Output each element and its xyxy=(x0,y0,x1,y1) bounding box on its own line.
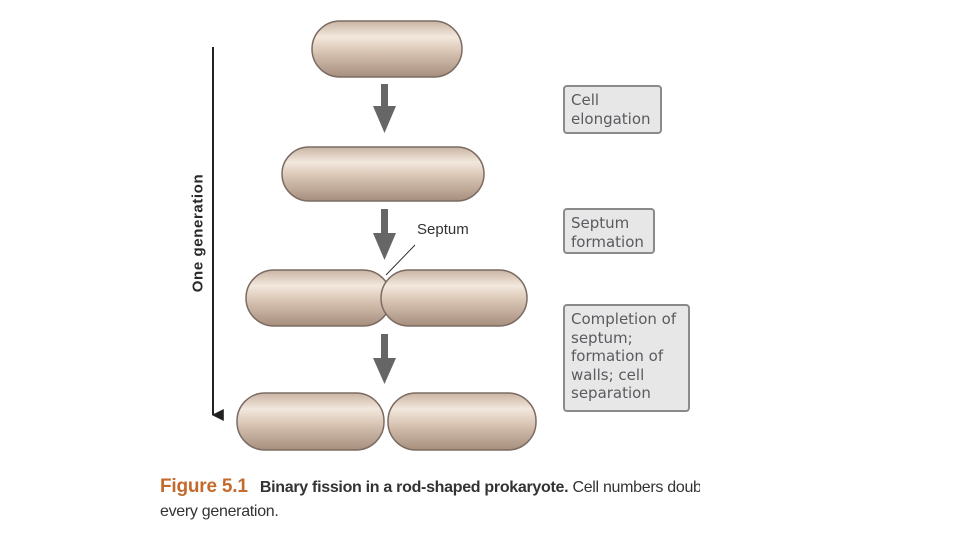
septum-pointer-line xyxy=(385,244,416,276)
cell-elongated xyxy=(281,146,485,202)
down-arrow-3 xyxy=(373,334,396,384)
caption-text-line2: every generation. xyxy=(160,503,279,520)
stage-box-elongation: Cell elongation xyxy=(563,85,662,134)
figure-number: Figure 5.1 xyxy=(160,476,248,497)
figure-title: Binary fission in a rod-shaped prokaryot… xyxy=(259,479,569,496)
daughter-cell-right xyxy=(387,392,537,451)
cell-initial xyxy=(311,20,463,78)
caption-text-line1: Cell numbers double xyxy=(572,479,700,496)
cell-dividing xyxy=(245,269,528,327)
figure-caption: Figure 5.1 Binary fission in a rod-shape… xyxy=(160,476,700,526)
down-arrow-2 xyxy=(373,209,396,260)
daughter-cell-left xyxy=(236,392,385,451)
septum-label: Septum xyxy=(417,221,469,238)
stage-box-separation: Completion of septum; formation of walls… xyxy=(563,304,690,412)
generation-label: One generation xyxy=(189,173,207,293)
stage-box-septum-formation: Septum formation xyxy=(563,208,655,254)
down-arrow-1 xyxy=(373,84,396,133)
